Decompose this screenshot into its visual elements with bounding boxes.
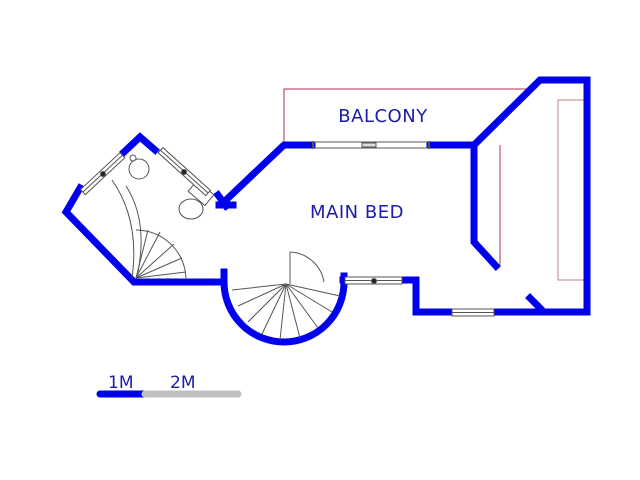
windows xyxy=(79,141,495,317)
window-balcony-door xyxy=(312,141,430,149)
wall-bathroom-west xyxy=(61,183,228,286)
basin-icon xyxy=(128,158,150,180)
wall-diagonal-north xyxy=(221,141,316,205)
scale-label-1m: 1M xyxy=(108,373,133,393)
window-bathroom-1 xyxy=(79,151,126,196)
scale-label-2m: 2M xyxy=(170,373,195,393)
stair-small-arc xyxy=(135,229,187,279)
window-south-1 xyxy=(344,276,403,285)
wall-east xyxy=(469,76,591,316)
window-bathroom-2 xyxy=(157,146,212,197)
balcony-outline xyxy=(283,88,585,281)
room-label-balcony: BALCONY xyxy=(338,106,428,127)
wall-south-mid xyxy=(398,276,456,316)
bathroom-fixtures xyxy=(111,154,215,279)
spiral-staircase xyxy=(231,251,341,341)
scale-bar: 1M 2M xyxy=(96,373,242,398)
room-label-main-bed: MAIN BED xyxy=(310,202,404,223)
stair-wall-arc xyxy=(220,278,348,346)
wall-east-inner xyxy=(470,141,501,271)
wall-bathroom-left xyxy=(119,132,160,157)
toilet-icon xyxy=(178,198,204,220)
walls xyxy=(61,76,591,346)
window-south-2 xyxy=(451,308,495,317)
